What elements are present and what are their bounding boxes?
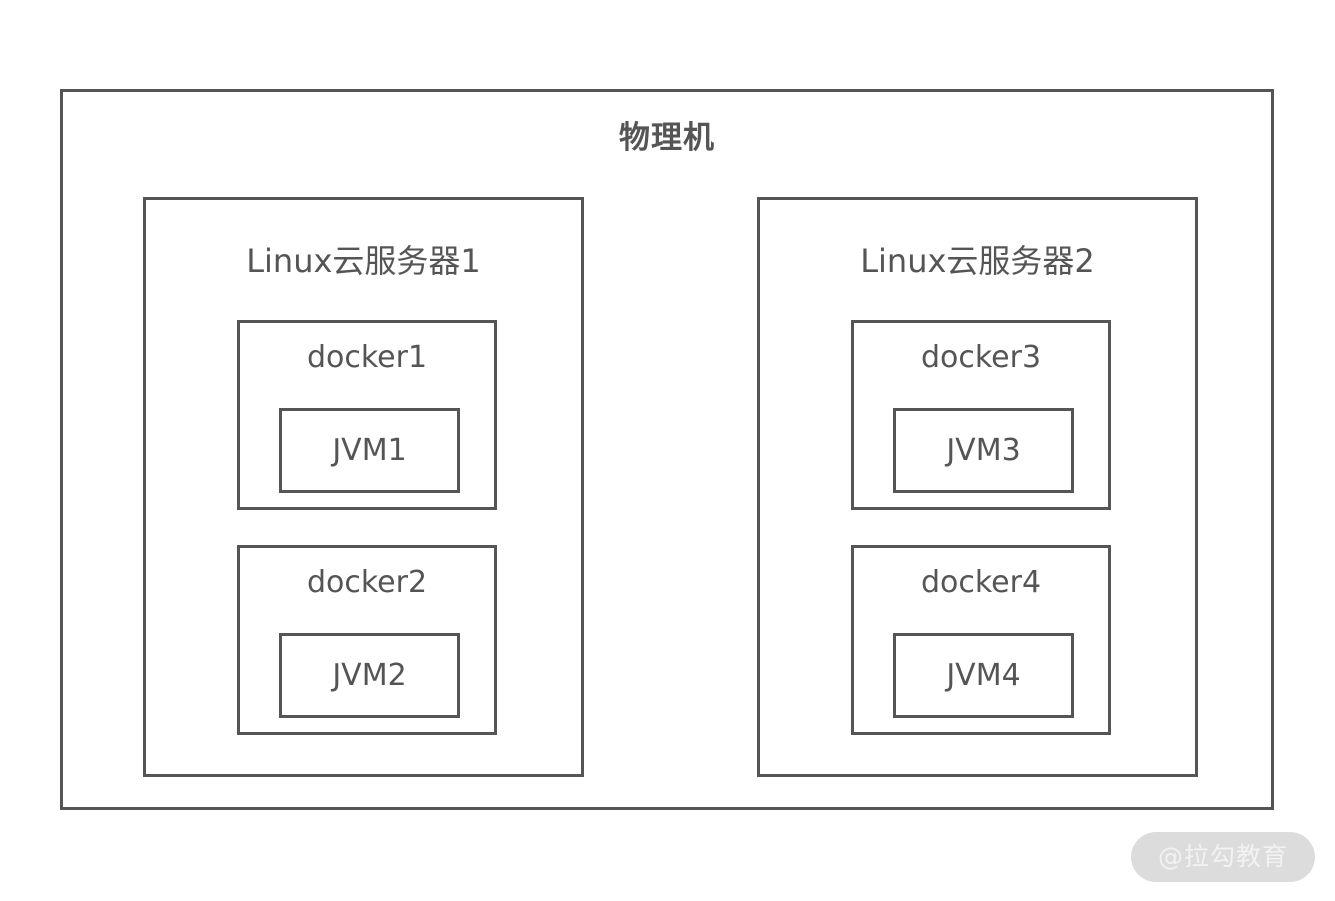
jvm-box-3: JVM3 <box>893 408 1074 493</box>
docker-box-1: docker1 JVM1 <box>237 320 497 510</box>
jvm-box-4: JVM4 <box>893 633 1074 718</box>
watermark-badge: @拉勾教育 <box>1131 832 1315 882</box>
jvm-box-2: JVM2 <box>279 633 460 718</box>
docker-title-3: docker3 <box>920 340 1042 375</box>
physical-machine-title: 物理机 <box>619 120 715 156</box>
jvm-title-2: JVM2 <box>332 657 407 693</box>
docker-title-4: docker4 <box>920 565 1042 600</box>
server-box-2: Linux云服务器2 docker3 JVM3 docker4 JVM4 <box>757 197 1198 777</box>
docker-box-2: docker2 JVM2 <box>237 545 497 735</box>
docker-title-1: docker1 <box>306 340 428 375</box>
docker-title-2: docker2 <box>306 565 428 600</box>
server-title-1: Linux云服务器1 <box>246 242 481 280</box>
docker-box-3: docker3 JVM3 <box>851 320 1111 510</box>
jvm-title-1: JVM1 <box>332 432 407 468</box>
docker-box-4: docker4 JVM4 <box>851 545 1111 735</box>
jvm-title-4: JVM4 <box>946 657 1021 693</box>
jvm-box-1: JVM1 <box>279 408 460 493</box>
watermark-label: @拉勾教育 <box>1157 842 1288 871</box>
server-title-2: Linux云服务器2 <box>860 242 1095 280</box>
physical-machine-box: 物理机 Linux云服务器1 docker1 JVM1 docker2 JVM2… <box>60 89 1274 810</box>
jvm-title-3: JVM3 <box>946 432 1021 468</box>
server-box-1: Linux云服务器1 docker1 JVM1 docker2 JVM2 <box>143 197 584 777</box>
